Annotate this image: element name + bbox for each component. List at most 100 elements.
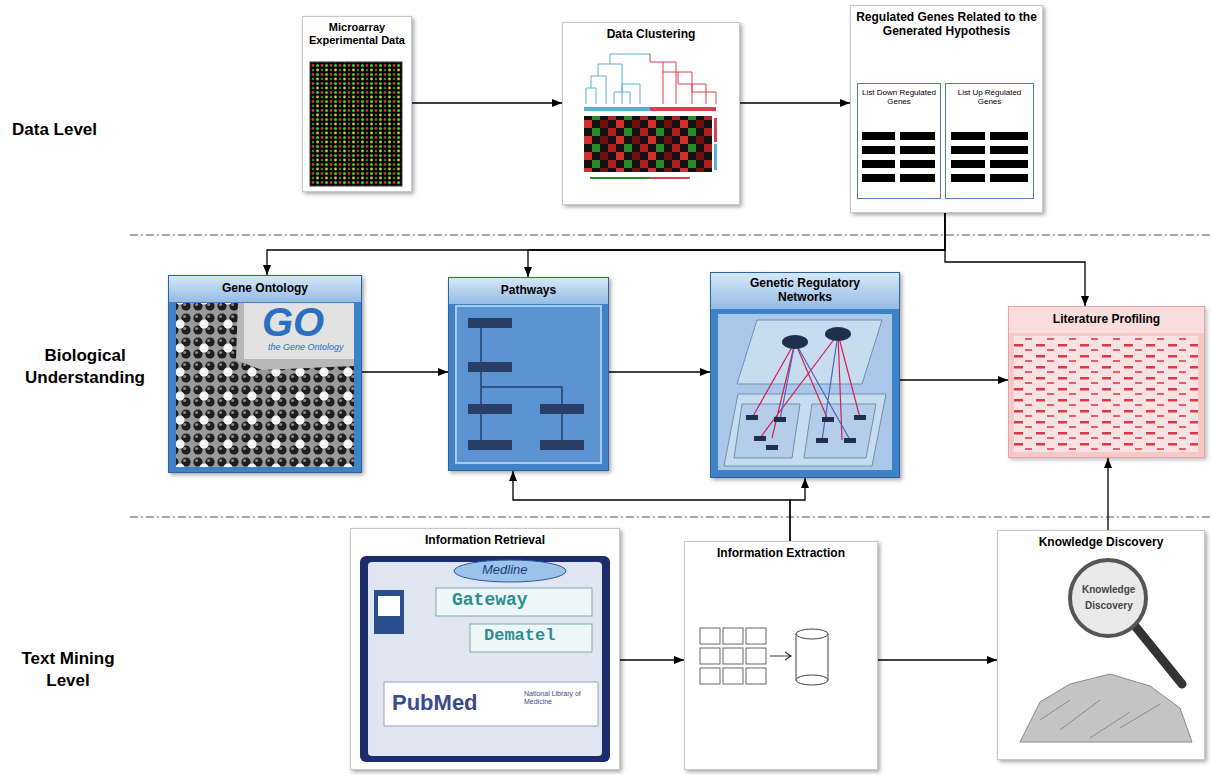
extraction-icon <box>723 668 743 684</box>
gene-list-bars <box>951 160 985 168</box>
extraction-icon <box>746 648 766 664</box>
cluster-heatmap <box>714 118 717 142</box>
database-panel <box>378 596 400 616</box>
flow-arrow <box>900 379 1008 380</box>
database-panel <box>384 682 598 726</box>
flow-arrow <box>790 478 805 541</box>
lens-text: Discovery <box>1085 600 1133 612</box>
gene-list-bars <box>862 132 895 140</box>
process-box: Knowledge Discovery <box>997 530 1205 760</box>
gene-list-bars <box>862 146 895 154</box>
flow-arrow <box>878 659 997 660</box>
network-diagram <box>766 445 778 450</box>
extraction-icon <box>700 668 720 684</box>
box-title: Data Clustering <box>563 23 739 47</box>
pathway-diagram <box>468 318 512 328</box>
cluster-heatmap <box>650 177 690 179</box>
flow-arrow <box>945 213 1085 306</box>
extraction-icon <box>723 648 743 664</box>
network-diagram <box>754 436 766 441</box>
network-diagram <box>825 327 851 341</box>
result-box: Regulated Genes Related to the Generated… <box>850 5 1043 213</box>
box-title: Genetic Regulatory Networks <box>711 273 899 309</box>
pathway-diagram <box>468 362 512 372</box>
gene-list-bars <box>900 174 935 182</box>
cluster-heatmap <box>584 54 717 179</box>
flow-arrow <box>609 371 710 372</box>
box-title: Pathways <box>449 278 608 304</box>
level-divider <box>130 235 1213 517</box>
extraction-icon <box>746 668 766 684</box>
network-diagram <box>718 314 892 470</box>
network-diagram <box>734 404 800 458</box>
cluster-heatmap <box>650 54 716 104</box>
image-box: Data Clustering <box>562 22 740 205</box>
flow-arrow <box>620 659 684 660</box>
cluster-heatmap <box>650 107 716 111</box>
flow-arrow <box>362 371 448 372</box>
level-label: Text Mining Level <box>8 648 128 692</box>
gene-list-bars <box>862 132 1028 182</box>
network-diagram <box>718 314 892 470</box>
cluster-heatmap <box>584 107 650 111</box>
flow-arrow <box>528 213 945 277</box>
flow-arrow <box>1107 458 1108 530</box>
network-diagram <box>746 415 758 420</box>
flow-arrow <box>740 102 850 103</box>
gene-list-bars <box>900 160 935 168</box>
microarray-image <box>310 62 402 186</box>
magnifier-icon <box>1040 700 1160 738</box>
extraction-icon <box>796 675 828 685</box>
gene-ontology-logo <box>176 303 354 467</box>
network-diagram <box>822 417 834 422</box>
gene-ontology-logo <box>176 303 354 467</box>
magnifier-icon <box>1135 626 1182 684</box>
resource-box: Literature Profiling <box>1008 306 1205 458</box>
pathway-diagram <box>481 328 562 440</box>
logo-tagline: the Gene Ontology <box>268 343 344 353</box>
flow-arrow <box>412 102 562 103</box>
extraction-icon <box>700 628 828 685</box>
extraction-icon <box>700 628 720 644</box>
literature-map <box>1014 336 1198 452</box>
network-diagram <box>774 417 786 422</box>
level-label: Data Level <box>12 120 97 140</box>
lens-text: Knowledge <box>1082 584 1135 596</box>
gene-ontology-logo <box>176 303 354 467</box>
network-diagram <box>737 320 882 384</box>
database-panel <box>360 556 610 762</box>
network-diagram <box>780 334 850 440</box>
network-diagram <box>854 415 866 420</box>
literature-map <box>1014 336 1198 452</box>
cluster-heatmap <box>590 177 650 179</box>
pathway-diagram <box>540 440 584 450</box>
gene-list-bars <box>951 132 985 140</box>
extraction-icon <box>796 634 828 680</box>
box-title: Information Extraction <box>685 542 877 566</box>
box-title: Regulated Genes Related to the Generated… <box>851 6 1042 44</box>
gene-ontology-logo <box>176 303 354 467</box>
literature-map <box>1014 336 1198 452</box>
magnifier-icon <box>1070 560 1146 636</box>
database-panel <box>374 590 404 634</box>
database-panel <box>436 588 592 616</box>
pathway-diagram <box>468 404 512 414</box>
database-name: Medline <box>482 563 528 577</box>
database-name: Gateway <box>452 590 528 612</box>
database-panel <box>454 560 566 582</box>
level-divider <box>130 517 1213 518</box>
box-title: Gene Ontology <box>169 276 361 302</box>
extraction-icon <box>770 652 791 660</box>
extraction-icon <box>796 629 828 639</box>
box-title: Microarray Experimental Data <box>303 17 411 50</box>
gene-list-bars <box>990 160 1028 168</box>
network-diagram <box>816 438 828 443</box>
extraction-icon <box>700 648 720 664</box>
network-diagram <box>724 394 886 466</box>
cluster-heatmap <box>714 144 717 170</box>
pathway-diagram <box>456 306 601 463</box>
network-diagram <box>752 334 860 440</box>
gene-list-bars <box>990 132 1028 140</box>
